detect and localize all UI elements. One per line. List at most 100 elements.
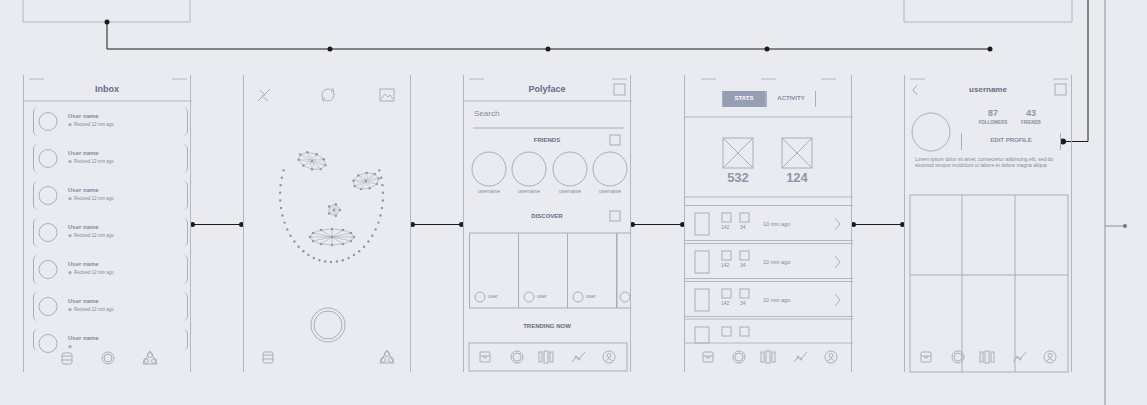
screen-text: 43 [991,108,1071,118]
rect-mark [550,352,553,362]
connector-line [852,224,904,225]
poly-mark [606,359,613,362]
connector-line [191,224,243,225]
stroke [313,241,321,244]
screen-text: 532 [698,171,778,186]
circle-mark [912,113,950,151]
circle-mark [524,292,534,302]
screen-text: DISCOVER [464,213,630,220]
rect-mark [980,352,983,362]
stroke [321,229,332,230]
screen-text: Recived 12 min ago [74,122,114,127]
stroke [300,154,325,165]
rect-mark [610,135,620,145]
circle-mark [39,261,57,279]
screen-text: User name [68,298,99,305]
screen-text: Recived 12 min ago [74,196,114,201]
poly-mark [913,85,917,95]
circle-mark [575,356,577,358]
circle-mark [578,358,580,360]
stroke [335,204,336,215]
poly-mark [107,22,990,49]
circle-mark [279,199,281,201]
circle-mark [377,221,379,223]
poly-mark [794,352,807,362]
stroke [921,356,931,357]
poly-mark [143,351,157,364]
rect-mark [480,352,490,362]
poly-mark [331,88,334,92]
screen-text: 34 [740,225,746,231]
stroke [332,244,343,245]
message-row: User nameRecived 12 min ago [33,107,188,136]
circle-mark [299,153,301,155]
circle-mark [382,192,384,194]
screen-text: Recived 12 min ago [74,159,114,164]
circle-mark [309,236,311,238]
stroke [329,206,336,215]
poly-mark [23,0,190,22]
circle-mark [607,354,611,358]
stroke [263,355,273,356]
row-art [34,255,189,284]
circle-mark [546,47,551,52]
circle-mark [312,232,314,234]
circle-mark [357,174,359,176]
rect-mark [910,195,1068,372]
circle-mark [954,353,962,361]
stroke [321,244,332,245]
circle-mark [1016,356,1018,358]
circle-mark [297,246,299,248]
rect-mark [614,84,625,95]
circle-mark [68,123,71,126]
stroke [172,79,187,80]
screen-text: username [530,189,610,195]
circle-mark [104,354,112,362]
circle-mark [323,158,325,160]
screen-text: User name [68,261,99,268]
circle-mark [800,358,802,360]
stroke [685,197,853,198]
stroke [24,101,192,102]
circle-mark [328,205,330,207]
rect-mark [761,352,764,362]
rect-mark [991,352,994,362]
circle-mark [620,292,630,302]
circle-mark [286,228,288,230]
connector-line [631,224,684,225]
screen-text: EDIT PROFILE [962,137,1060,144]
poly-mark [904,0,1072,22]
circle-mark [352,180,354,182]
stats-screen: 532124STATSACTIVITY1423410 min ago142341… [684,75,852,372]
circle-mark [475,292,485,302]
camera-art [244,75,412,372]
circle-mark [513,353,521,361]
stroke [962,195,963,372]
circle-mark [283,221,285,223]
circle-mark [330,261,332,263]
stroke [361,174,375,189]
screen-text: 10 min ago [763,221,790,227]
screen-text: Recived 12 min ago [74,233,114,238]
circle-mark [331,228,333,230]
rect-mark [695,213,709,235]
circle-mark [374,228,376,230]
message-row: User nameRecived 12 min ago [33,144,188,173]
circle-mark [39,187,57,205]
rect-mark [695,251,709,273]
circle-mark [511,351,523,363]
stroke [685,343,853,344]
stroke [332,229,333,245]
stroke [1105,226,1125,227]
screen-text: 142 [721,225,729,231]
circle-mark [324,260,326,262]
rect-mark [695,327,709,343]
circle-mark [39,113,57,131]
circle-mark [353,254,355,256]
stroke [473,128,624,129]
screen-text: Lorem ipsum dolor sit amet, consectetur … [915,157,1065,169]
screen-text: 10 min ago [763,259,790,265]
stroke [312,169,321,170]
